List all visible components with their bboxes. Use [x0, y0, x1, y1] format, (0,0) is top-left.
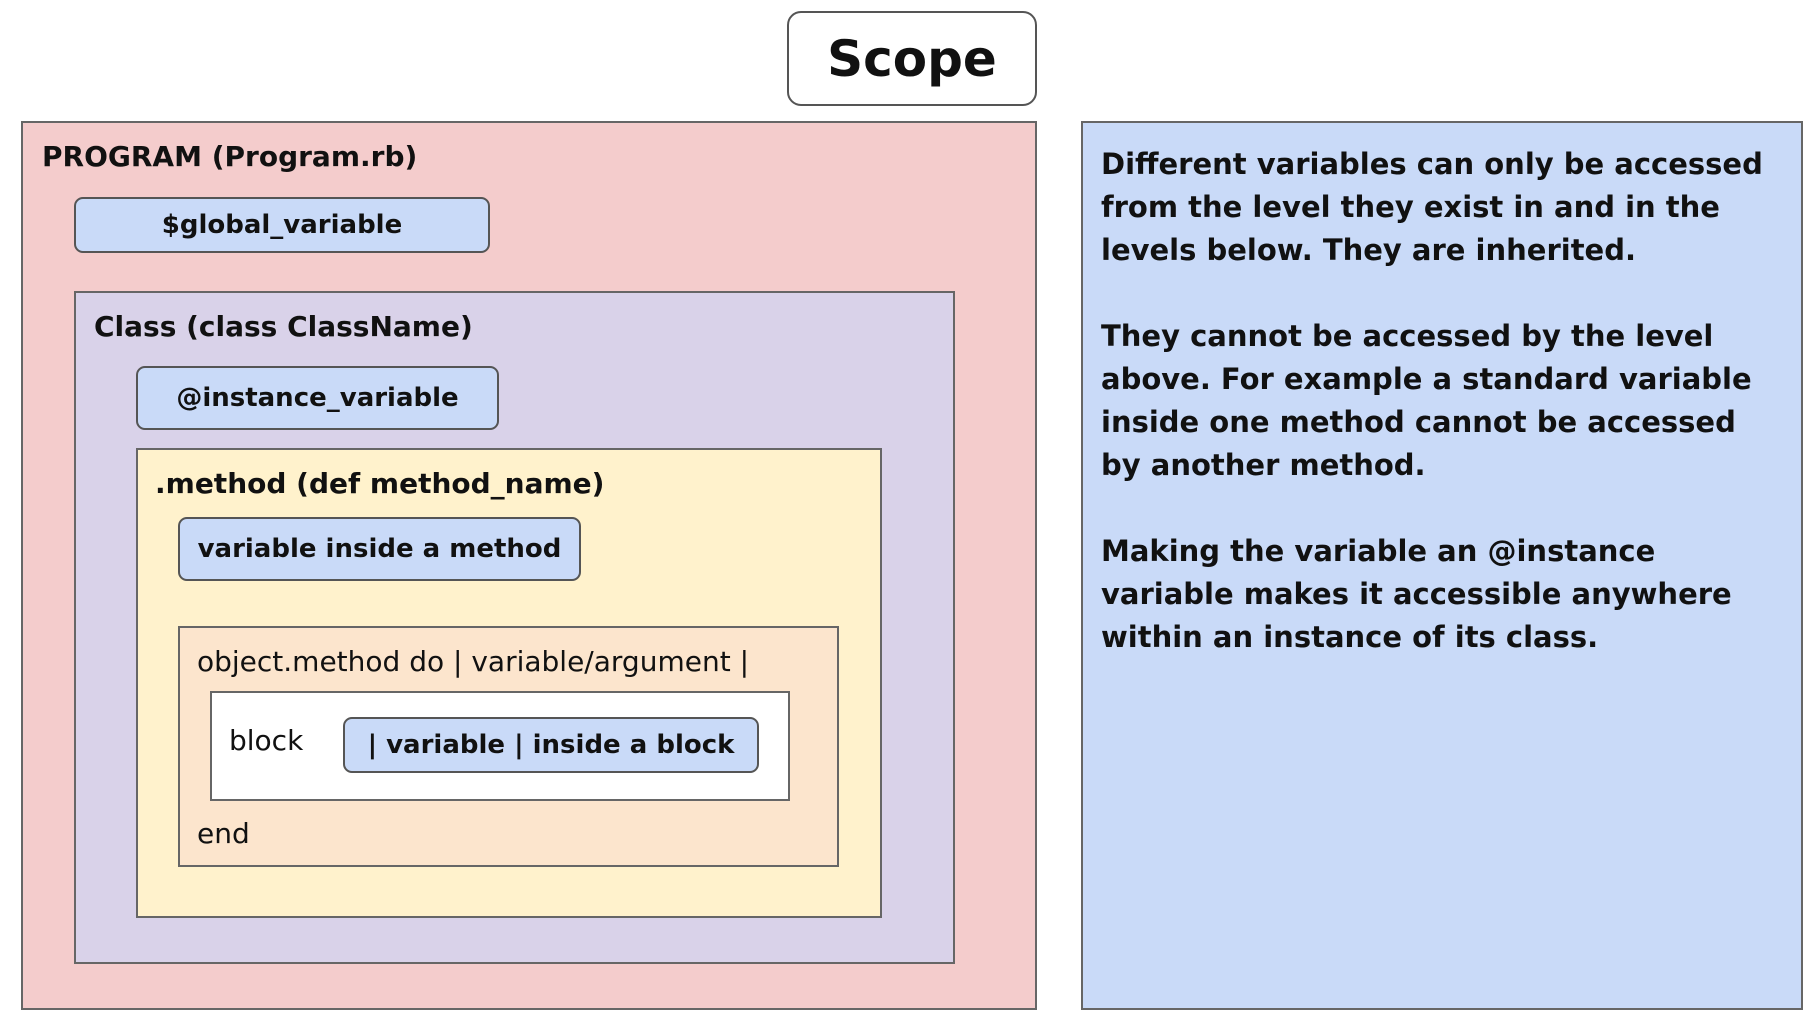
program-scope-label: PROGRAM (Program.rb) [42, 140, 418, 173]
end-label: end [197, 817, 250, 850]
block-variable-pill: | variable | inside a block [343, 717, 759, 773]
explanation-paragraph-3: Making the variable an @instance variabl… [1101, 534, 1732, 654]
explanation-paragraph-2: They cannot be accessed by the level abo… [1101, 319, 1752, 482]
diagram-title: Scope [787, 11, 1037, 106]
global-variable-pill: $global_variable [74, 197, 490, 253]
explanation-panel: Different variables can only be accessed… [1081, 121, 1803, 1010]
instance-variable-pill: @instance_variable [136, 366, 499, 430]
method-scope-label: .method (def method_name) [155, 467, 605, 500]
method-variable-pill: variable inside a method [178, 517, 581, 581]
explanation-paragraph-1: Different variables can only be accessed… [1101, 147, 1763, 267]
do-block-label: object.method do | variable/argument | [197, 645, 750, 678]
block-label: block [229, 724, 304, 757]
class-scope-label: Class (class ClassName) [94, 310, 473, 343]
